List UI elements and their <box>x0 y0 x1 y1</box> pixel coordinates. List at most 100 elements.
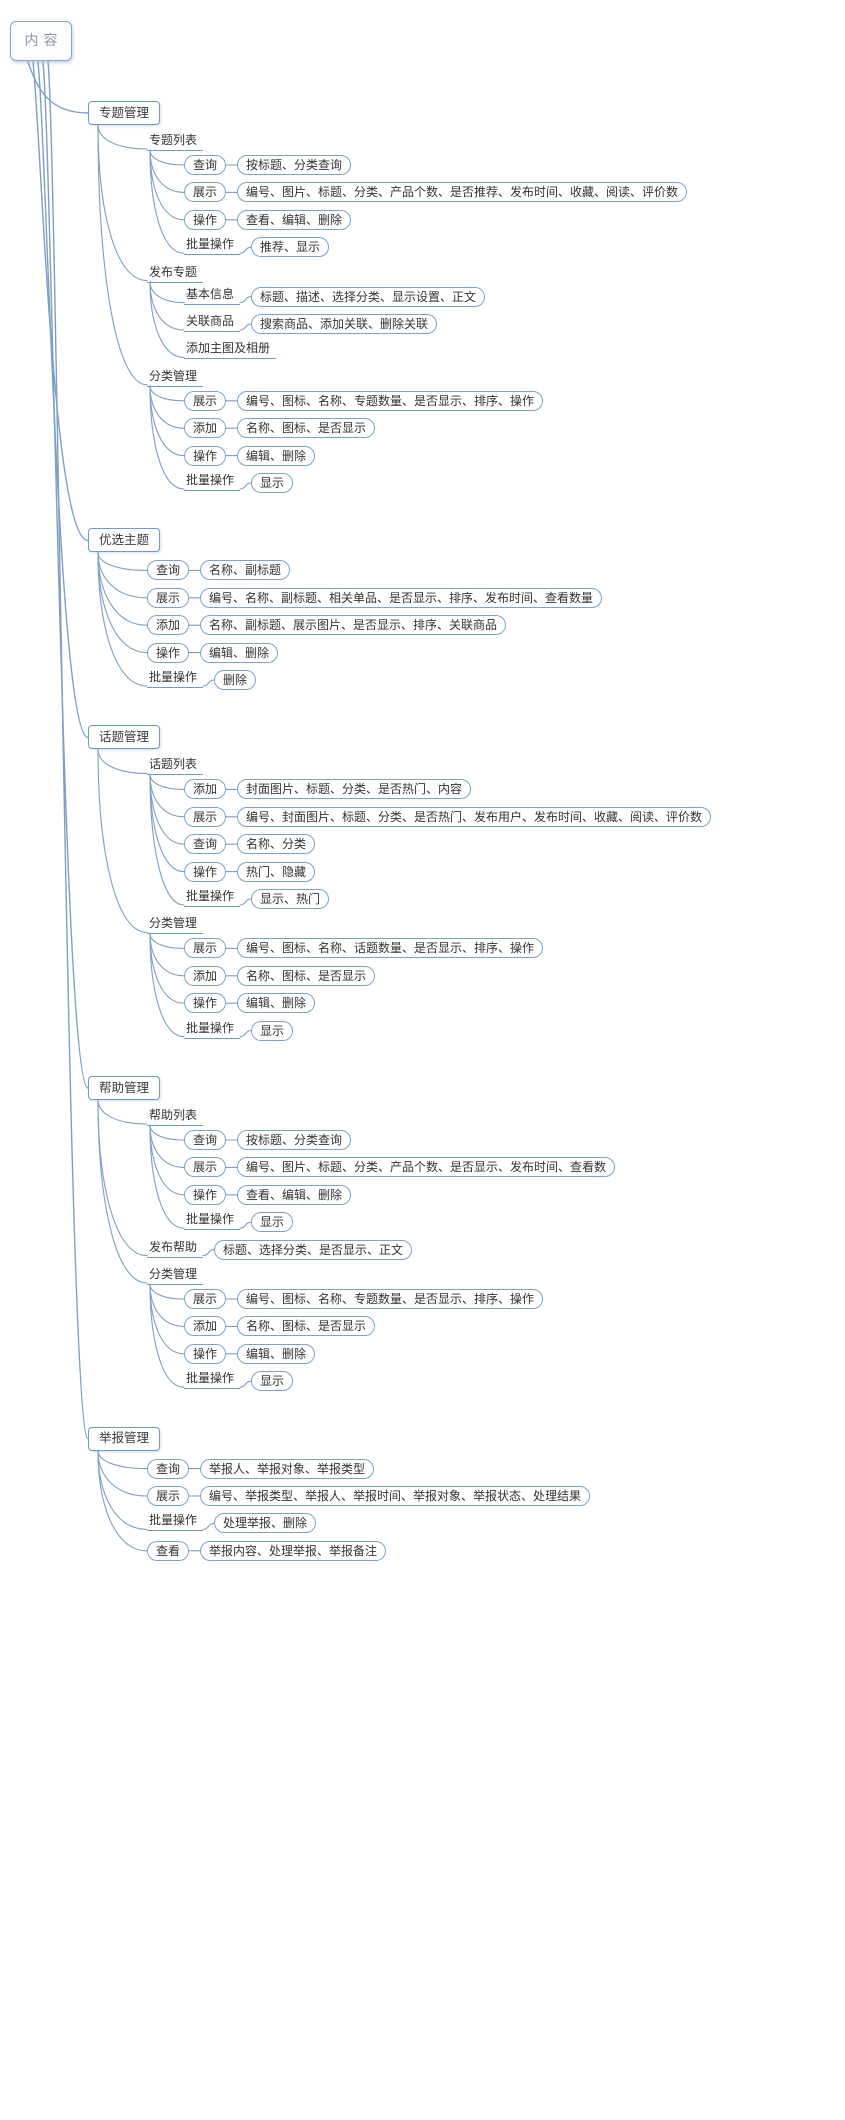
sub-topic[interactable]: 基本信息 <box>184 287 241 305</box>
sub-topic[interactable]: 展示 <box>184 1157 227 1178</box>
sub-topic[interactable]: 展示 <box>184 182 227 203</box>
sub-topic[interactable]: 专题列表 <box>147 133 204 151</box>
detail-topic[interactable]: 编辑、删除 <box>200 642 279 663</box>
sub-topic[interactable]: 添加 <box>147 615 190 636</box>
detail-topic[interactable]: 封面图片、标题、分类、是否热门、内容 <box>237 779 472 800</box>
detail-topic[interactable]: 处理举报、删除 <box>214 1513 317 1534</box>
connector-line <box>97 748 148 933</box>
sub-topic[interactable]: 批量操作 <box>184 473 241 491</box>
connector-line <box>97 124 148 386</box>
detail-topic[interactable]: 热门、隐藏 <box>237 861 316 882</box>
sub-topic[interactable]: 展示 <box>184 390 227 411</box>
central-topic[interactable]: 内容 <box>10 21 72 61</box>
main-topic[interactable]: 优选主题 <box>88 528 161 553</box>
connector-line <box>239 296 252 304</box>
sub-topic[interactable]: 批量操作 <box>147 670 204 688</box>
sub-topic[interactable]: 查询 <box>147 560 190 581</box>
sub-topic[interactable]: 展示 <box>147 1486 190 1506</box>
detail-topic[interactable]: 名称、图标、是否显示 <box>237 1316 376 1337</box>
detail-topic[interactable]: 查看、编辑、删除 <box>237 209 352 230</box>
sub-topic[interactable]: 操作 <box>184 209 227 230</box>
connector-line <box>239 482 252 490</box>
detail-topic[interactable]: 编号、图片、标题、分类、产品个数、是否推荐、发布时间、收藏、阅读、评价数 <box>237 182 688 203</box>
sub-topic[interactable]: 帮助列表 <box>147 1108 204 1126</box>
sub-topic[interactable]: 添加 <box>184 965 227 986</box>
sub-topic[interactable]: 批量操作 <box>184 1371 241 1390</box>
sub-topic[interactable]: 展示 <box>184 1289 227 1309</box>
detail-topic[interactable]: 标题、描述、选择分类、显示设置、正文 <box>251 286 486 307</box>
detail-topic[interactable]: 举报人、举报对象、举报类型 <box>200 1458 375 1479</box>
sub-topic[interactable]: 添加 <box>184 1316 227 1337</box>
sub-topic[interactable]: 展示 <box>184 938 227 959</box>
connector-line <box>149 385 185 490</box>
detail-topic[interactable]: 按标题、分类查询 <box>237 155 352 175</box>
sub-topic[interactable]: 查看 <box>147 1540 190 1561</box>
sub-topic[interactable]: 话题列表 <box>147 757 204 776</box>
detail-topic[interactable]: 编辑、删除 <box>237 1343 316 1364</box>
connector-line <box>202 1522 215 1530</box>
detail-topic[interactable]: 显示 <box>251 473 294 493</box>
detail-topic[interactable]: 按标题、分类查询 <box>237 1130 352 1150</box>
detail-topic[interactable]: 搜索商品、添加关联、删除关联 <box>251 314 438 334</box>
detail-topic[interactable]: 删除 <box>214 670 257 690</box>
sub-topic[interactable]: 批量操作 <box>184 237 241 256</box>
sub-topic[interactable]: 发布专题 <box>147 265 204 283</box>
detail-topic[interactable]: 编号、图片、标题、分类、产品个数、是否显示、发布时间、查看数 <box>237 1157 616 1178</box>
detail-topic[interactable]: 推荐、显示 <box>251 237 330 258</box>
connector-line <box>47 61 89 1440</box>
connector-line <box>239 1221 252 1229</box>
detail-topic[interactable]: 编辑、删除 <box>237 993 316 1014</box>
detail-topic[interactable]: 举报内容、处理举报、举报备注 <box>200 1540 387 1561</box>
sub-topic[interactable]: 分类管理 <box>147 369 204 387</box>
sub-topic[interactable]: 操作 <box>147 642 190 663</box>
sub-topic[interactable]: 操作 <box>184 445 227 466</box>
detail-topic[interactable]: 编号、图标、名称、专题数量、是否显示、排序、操作 <box>237 390 544 411</box>
sub-topic[interactable]: 批量操作 <box>184 1021 241 1039</box>
detail-topic[interactable]: 名称、分类 <box>237 834 316 855</box>
connector-line <box>149 149 185 254</box>
sub-topic[interactable]: 添加 <box>184 779 227 800</box>
detail-topic[interactable]: 查看、编辑、删除 <box>237 1184 352 1205</box>
main-topic[interactable]: 专题管理 <box>88 101 161 125</box>
sub-topic[interactable]: 发布帮助 <box>147 1240 204 1258</box>
sub-topic[interactable]: 展示 <box>147 587 190 608</box>
detail-topic[interactable]: 名称、副标题、展示图片、是否显示、排序、关联商品 <box>200 615 507 636</box>
sub-topic[interactable]: 批量操作 <box>184 889 241 907</box>
sub-topic[interactable]: 展示 <box>184 806 227 827</box>
main-topic[interactable]: 帮助管理 <box>88 1076 161 1100</box>
connector-line <box>202 1249 215 1257</box>
detail-topic[interactable]: 显示 <box>251 1371 294 1392</box>
detail-topic[interactable]: 编号、举报类型、举报人、举报时间、举报对象、举报状态、处理结果 <box>200 1486 591 1506</box>
sub-topic[interactable]: 批量操作 <box>184 1212 241 1231</box>
sub-topic[interactable]: 查询 <box>147 1458 190 1479</box>
main-topic[interactable]: 话题管理 <box>88 725 161 750</box>
sub-topic[interactable]: 查询 <box>184 834 227 855</box>
detail-topic[interactable]: 名称、图标、是否显示 <box>237 965 376 986</box>
connector-line <box>42 61 89 1089</box>
sub-topic[interactable]: 分类管理 <box>147 916 204 935</box>
detail-topic[interactable]: 编号、图标、名称、话题数量、是否显示、排序、操作 <box>237 938 544 959</box>
sub-topic[interactable]: 操作 <box>184 1343 227 1364</box>
detail-topic[interactable]: 编号、名称、副标题、相关单品、是否显示、排序、发布时间、查看数量 <box>200 587 603 608</box>
sub-topic[interactable]: 添加 <box>184 418 227 439</box>
sub-topic[interactable]: 查询 <box>184 1130 227 1150</box>
sub-topic[interactable]: 操作 <box>184 1184 227 1205</box>
detail-topic[interactable]: 显示 <box>251 1020 294 1041</box>
main-topic[interactable]: 举报管理 <box>88 1426 161 1451</box>
sub-topic[interactable]: 批量操作 <box>147 1513 204 1532</box>
sub-topic[interactable]: 关联商品 <box>184 314 241 332</box>
detail-topic[interactable]: 编辑、删除 <box>237 445 316 466</box>
sub-topic[interactable]: 添加主图及相册 <box>184 341 277 360</box>
sub-topic[interactable]: 操作 <box>184 993 227 1014</box>
connector-line <box>239 1030 252 1038</box>
sub-topic[interactable]: 查询 <box>184 155 227 175</box>
detail-topic[interactable]: 编号、图标、名称、专题数量、是否显示、排序、操作 <box>237 1289 544 1309</box>
detail-topic[interactable]: 标题、选择分类、是否显示、正文 <box>214 1239 413 1260</box>
detail-topic[interactable]: 名称、副标题 <box>200 560 291 581</box>
detail-topic[interactable]: 名称、图标、是否显示 <box>237 418 376 439</box>
sub-topic[interactable]: 操作 <box>184 861 227 882</box>
detail-topic[interactable]: 编号、封面图片、标题、分类、是否热门、发布用户、发布时间、收藏、阅读、评价数 <box>237 806 712 827</box>
sub-topic[interactable]: 分类管理 <box>147 1267 204 1285</box>
detail-topic[interactable]: 显示 <box>251 1212 294 1233</box>
detail-topic[interactable]: 显示、热门 <box>251 889 330 909</box>
